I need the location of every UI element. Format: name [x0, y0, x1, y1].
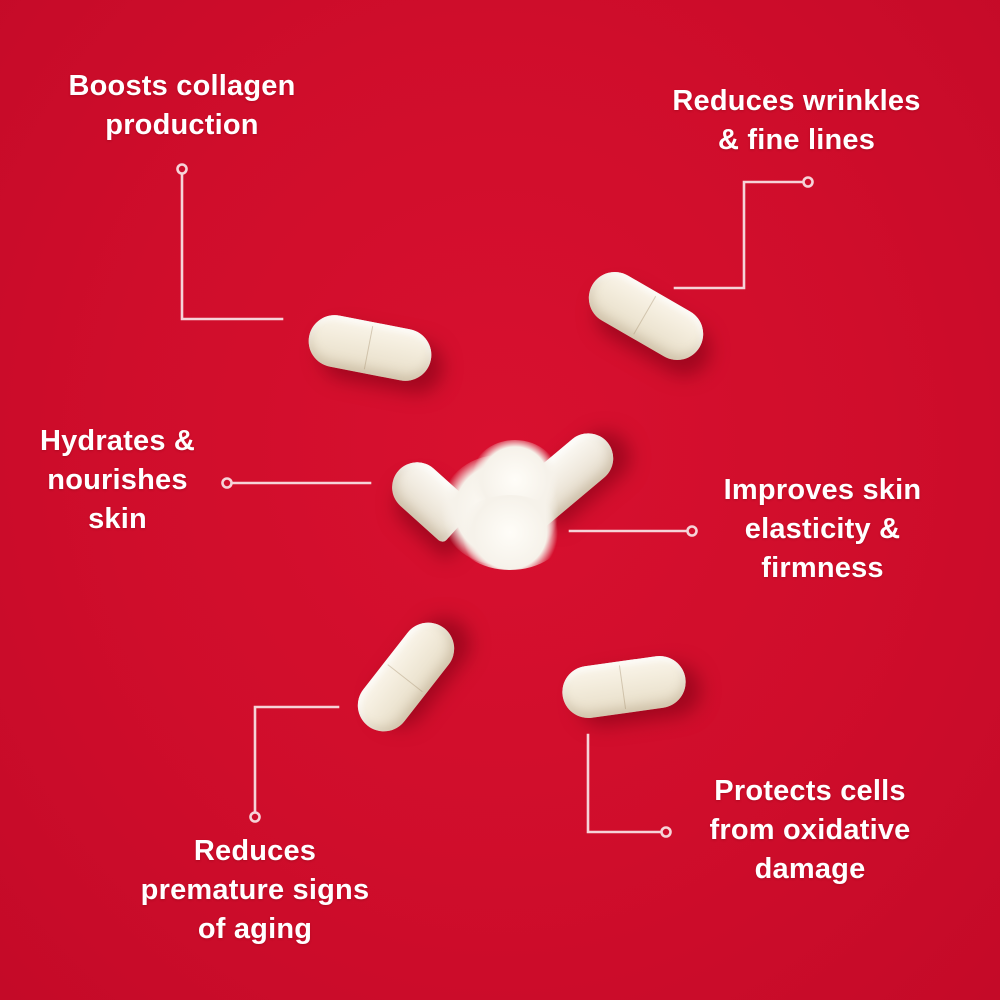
connector-dot-wrinkles — [802, 176, 814, 188]
benefit-line: premature signs — [140, 874, 370, 906]
benefit-line: Boosts collagen — [68, 70, 296, 102]
benefit-line: Protects cells — [714, 775, 906, 807]
benefit-elasticity: Improves skin elasticity & firmness — [705, 471, 940, 588]
collagen-powder-pile — [455, 495, 565, 570]
benefit-line: nourishes — [47, 464, 188, 496]
benefit-line: skin — [88, 503, 147, 535]
connector-dot-oxidative — [660, 826, 672, 838]
benefit-line: Improves skin — [723, 474, 922, 506]
benefit-line: from oxidative — [709, 814, 911, 846]
benefit-hydrates: Hydrates & nourishes skin — [25, 422, 210, 539]
benefit-line: Hydrates & — [39, 425, 196, 457]
benefit-line: Reduces wrinkles — [672, 85, 921, 117]
capsule-top-right — [579, 262, 713, 370]
benefit-line: Reduces — [193, 835, 317, 867]
benefit-oxidative: Protects cells from oxidative damage — [690, 772, 930, 889]
capsule-bottom-left — [347, 612, 465, 742]
benefit-line: production — [105, 109, 259, 141]
benefit-line: elasticity & — [744, 513, 901, 545]
capsule-top-left — [304, 310, 436, 386]
capsule-bottom-right — [558, 652, 690, 722]
connector-dot-hydrates — [221, 477, 233, 489]
benefit-collagen: Boosts collagen production — [52, 67, 312, 145]
benefit-line: firmness — [761, 552, 884, 584]
connector-dot-collagen — [176, 163, 188, 175]
benefit-aging: Reduces premature signs of aging — [120, 832, 390, 949]
benefit-line: of aging — [197, 913, 313, 945]
benefit-wrinkles: Reduces wrinkles & fine lines — [654, 82, 939, 160]
connector-dot-aging — [249, 811, 261, 823]
benefit-line: damage — [754, 853, 866, 885]
benefit-line: & fine lines — [717, 124, 876, 156]
connector-dot-elasticity — [686, 525, 698, 537]
